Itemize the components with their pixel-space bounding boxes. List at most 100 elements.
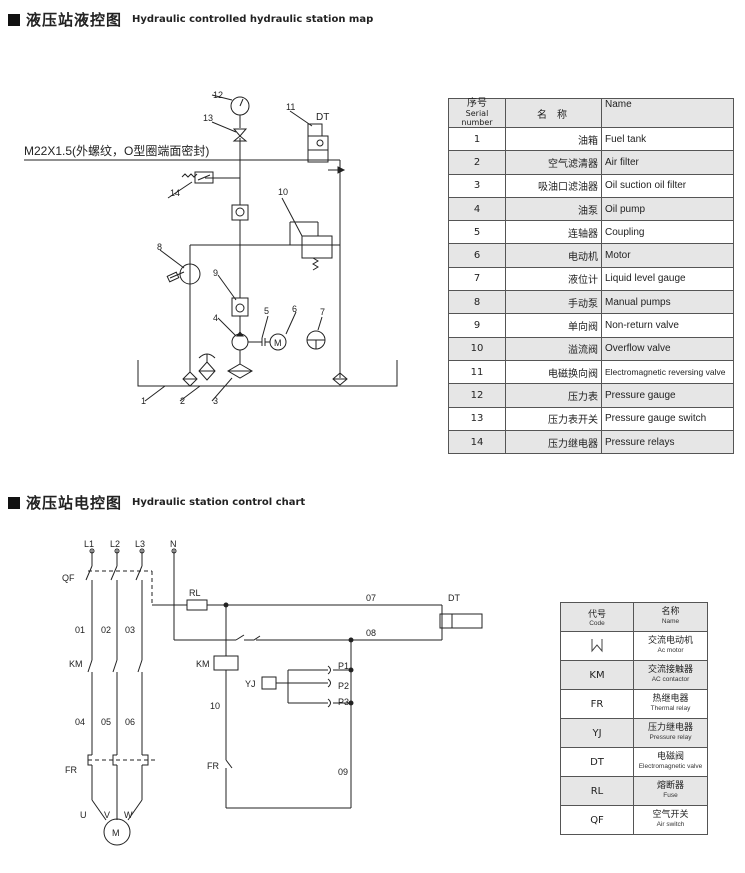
callout-8: 8 <box>157 242 162 252</box>
label-P1: P1 <box>338 661 349 671</box>
label-04: 04 <box>75 717 85 727</box>
label-U: U <box>80 810 87 820</box>
code-table-header: 代号 Code 名称 Name <box>560 602 708 632</box>
callout-1: 1 <box>141 396 146 406</box>
part-name-en: Liquid level gauge <box>601 266 734 292</box>
section-title-hydraulic: 液压站液控图 Hydraulic controlled hydraulic st… <box>8 9 373 30</box>
fr-thermal-relay <box>87 754 149 775</box>
return-filter-icon <box>332 372 348 386</box>
label-08: 08 <box>366 628 376 638</box>
dt-solenoid-icon <box>451 613 483 629</box>
code-name-cn: 交流接触器 <box>647 665 693 675</box>
part-name-en: Coupling <box>601 220 734 245</box>
section-title-en: Hydraulic station control chart <box>132 497 306 508</box>
suction-filter-3-icon <box>227 363 253 379</box>
section-title-cn: 液压站电控图 <box>26 494 123 512</box>
label-YJ: YJ <box>245 679 256 689</box>
label-N: N <box>170 539 177 549</box>
header-serial: 序号 Serial number <box>448 98 506 128</box>
parts-table-header: 序号 Serial number 名 称 Name <box>448 98 734 128</box>
code-name-en: Fuse <box>663 792 678 799</box>
part-number: 12 <box>448 383 506 408</box>
air-filter-2-icon <box>198 361 216 381</box>
part-name-en: Overflow valve <box>601 336 734 361</box>
label-L3: L3 <box>135 539 145 549</box>
part-name-cn: 油泵 <box>505 196 602 222</box>
phase-lines <box>85 548 155 846</box>
header-name-en: Name <box>601 98 734 128</box>
label-P3: P3 <box>338 697 349 707</box>
code-name-en: Thermal relay <box>650 705 691 712</box>
part-number: 10 <box>448 336 506 361</box>
label-FR-contact: FR <box>207 761 219 771</box>
code-name-cn: 电磁阀 <box>656 752 684 762</box>
callout-13: 13 <box>203 113 213 123</box>
label-V: V <box>104 810 110 820</box>
km-contacts <box>87 659 93 673</box>
label-01: 01 <box>75 625 85 635</box>
code-name-cn: 交流电动机 <box>647 636 693 646</box>
svg-text:M: M <box>274 338 282 348</box>
label-QF: QF <box>62 573 75 583</box>
code-value: RL <box>560 776 634 806</box>
part-name-cn: 压力继电器 <box>505 429 602 455</box>
bullet-square-icon <box>8 496 20 509</box>
callout-6: 6 <box>292 304 297 314</box>
spring-icon <box>181 173 198 178</box>
label-02: 02 <box>101 625 111 635</box>
callout-10: 10 <box>278 187 288 197</box>
yj-relay-icon <box>261 676 277 690</box>
km-coil-icon <box>213 655 239 671</box>
code-value: QF <box>560 805 634 835</box>
section-title-electric: 液压站电控图 Hydraulic station control chart <box>8 492 305 513</box>
label-W: W <box>124 810 133 820</box>
label-09: 09 <box>338 767 348 777</box>
thread-note: M22X1.5(外螺纹，O型圈端面密封) <box>24 143 209 158</box>
label-DT: DT <box>448 593 460 603</box>
code-name-en: AC contactor <box>651 676 690 683</box>
label-P2: P2 <box>338 681 349 691</box>
motor-symbol-icon <box>560 631 634 661</box>
callout-7: 7 <box>320 307 325 317</box>
rl-fuse-icon <box>186 599 208 611</box>
check-valve-icon <box>231 204 249 221</box>
label-10: 10 <box>210 701 220 711</box>
part-number: 4 <box>448 196 506 222</box>
label-L2: L2 <box>110 539 120 549</box>
code-name-cn: 熔断器 <box>656 781 684 791</box>
part-name-en: Pressure relays <box>601 429 734 455</box>
part-number: 11 <box>448 359 506 385</box>
part-name-en: Fuel tank <box>601 126 734 152</box>
part-number: 3 <box>448 173 506 198</box>
fr-contact <box>225 759 233 808</box>
motor-6-icon <box>269 333 287 351</box>
code-value: YJ <box>560 718 634 748</box>
overflow-valve-10-icon <box>301 235 333 259</box>
part-name-en: Motor <box>601 243 734 268</box>
part-name-cn: 电动机 <box>505 243 602 268</box>
code-name-en: Ac motor <box>657 647 684 654</box>
pressure-relay-14-icon <box>194 171 214 184</box>
